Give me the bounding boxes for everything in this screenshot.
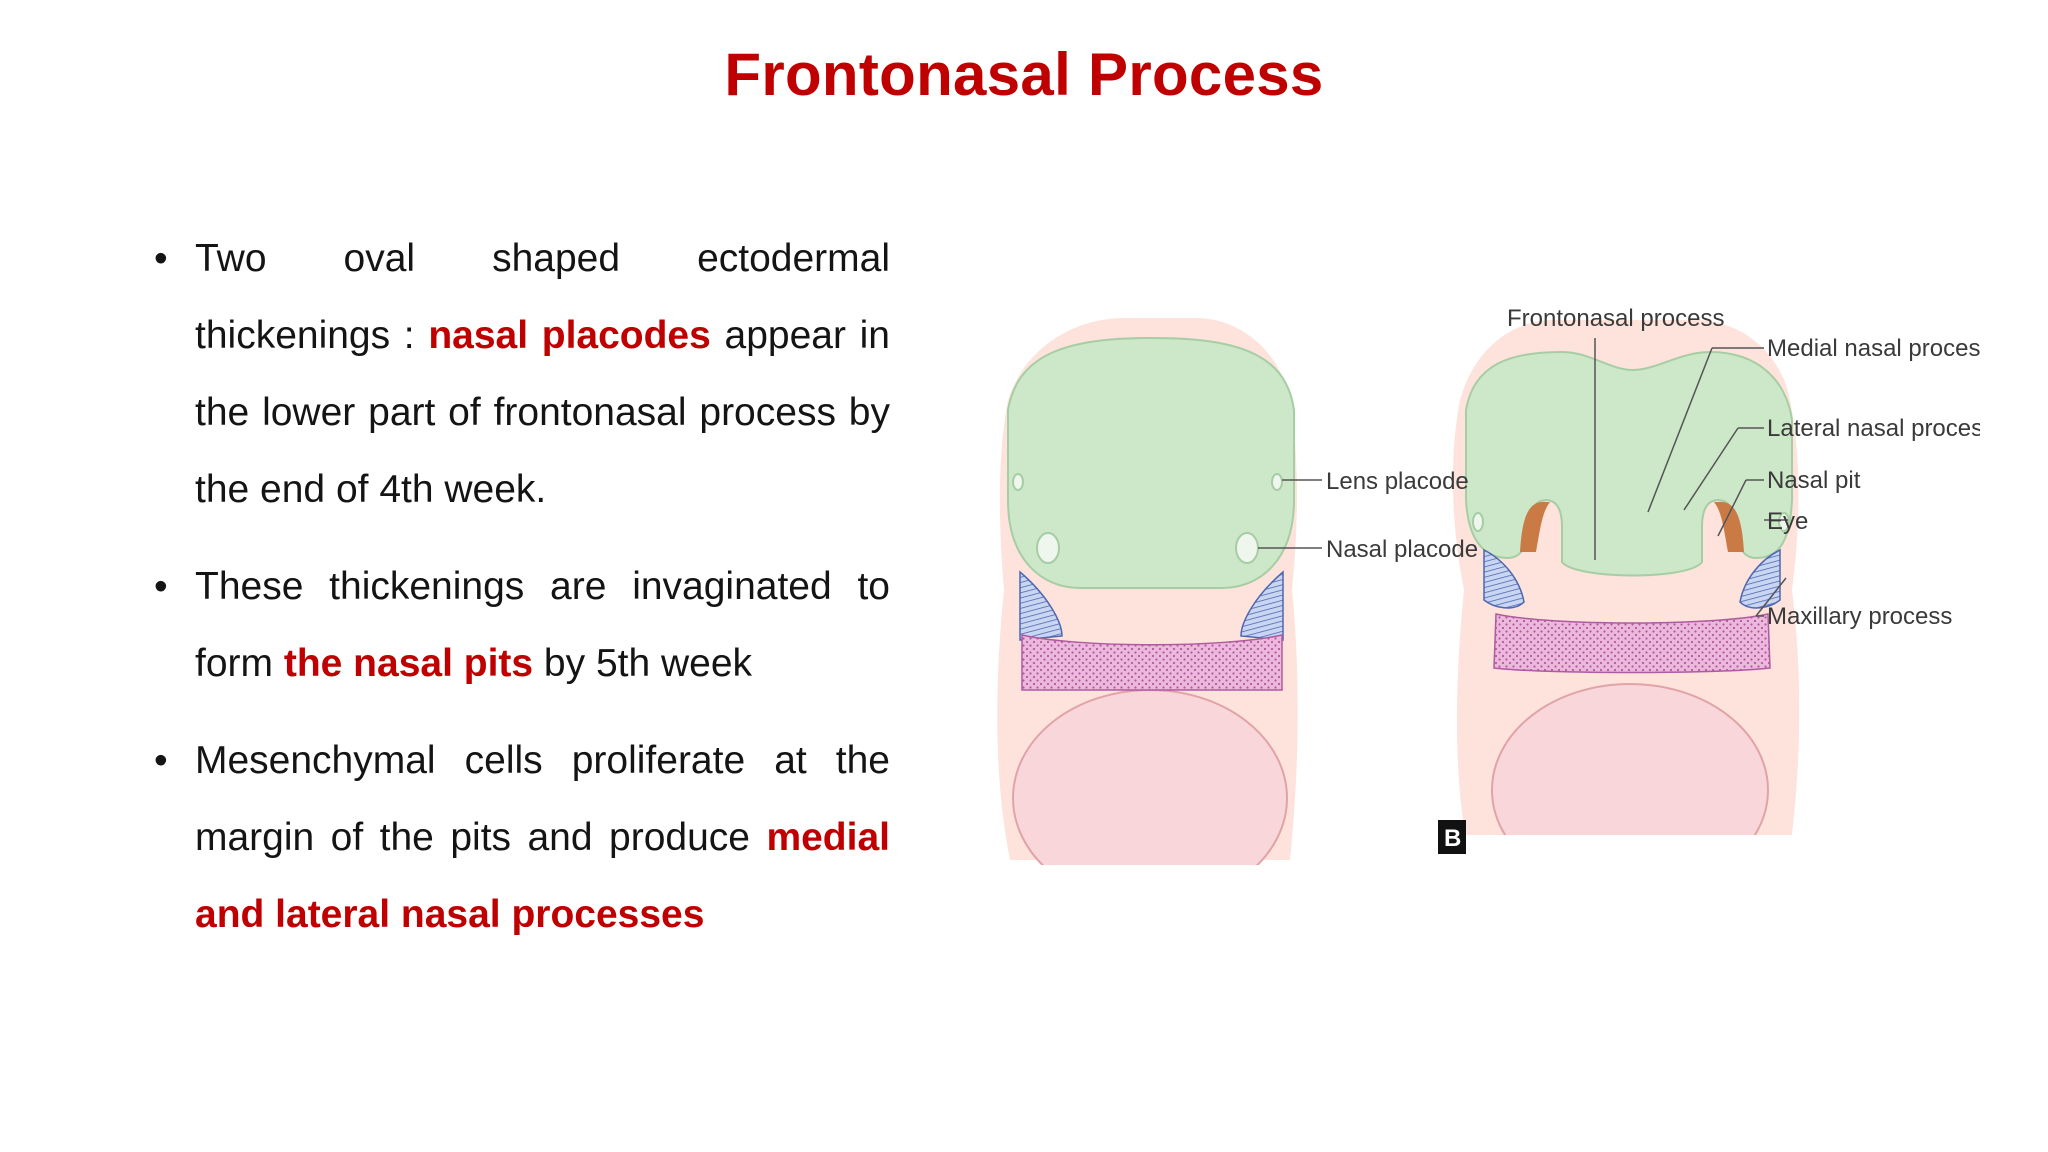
bullet-item: These thickenings are invaginated to for… (150, 548, 890, 702)
maxillary-process-left-a (1019, 570, 1063, 641)
bullet-item: Mesenchymal cells proliferate at the mar… (150, 722, 890, 953)
figure-tag: B (1438, 820, 1466, 854)
label-maxillary-process: Maxillary process (1767, 603, 1952, 630)
maxillary-process-right-b (1739, 548, 1781, 609)
bullet-text: Two oval shaped ectodermal thickenings : (195, 237, 890, 357)
embryo-a (997, 318, 1300, 880)
label-lens-placode: Lens placode (1326, 468, 1469, 495)
frontonasal-process-a (1007, 336, 1295, 589)
eye-left-b (1472, 512, 1484, 532)
lateral-nasal-process-left (1520, 501, 1550, 552)
slide-title: Frontonasal Process (724, 41, 1324, 108)
label-frontonasal-process: Frontonasal process (1507, 305, 1724, 332)
embryo-b (1452, 320, 1800, 880)
heart-prominence-b (1491, 683, 1769, 880)
bullet-highlight: nasal placodes (428, 314, 711, 357)
bullet-text: by 5th week (533, 642, 753, 685)
bullet-list: Two oval shaped ectodermal thickenings :… (150, 220, 890, 973)
maxillary-process-right-a (1240, 570, 1284, 641)
bullet-highlight: medial and lateral nasal processes (195, 816, 890, 936)
label-eye: Eye (1767, 508, 1808, 535)
label-medial-nasal-process: Medial nasal process (1767, 335, 1980, 362)
lens-placode-left-a (1012, 473, 1024, 491)
lens-placode-right-a (1271, 473, 1283, 491)
lateral-nasal-process-right (1714, 501, 1744, 552)
figure-tag-letter: B (1444, 825, 1461, 852)
nasal-placode-left-a (1036, 532, 1060, 564)
bullet-text: These thickenings are invaginated to for… (195, 565, 890, 685)
bullet-text: Mesenchymal cells proliferate at the mar… (195, 739, 890, 859)
embryo-face-diagram: Lens placode Nasal placode Frontonasal p… (997, 305, 1980, 880)
bullet-highlight: the nasal pits (283, 642, 534, 685)
nasal-placode-right-a (1235, 532, 1259, 564)
mandibular-arch-a (1021, 634, 1283, 691)
mandibular-arch-b (1493, 613, 1771, 674)
mandible-a-background (1000, 865, 1300, 880)
bullet-item: Two oval shaped ectodermal thickenings :… (150, 220, 890, 528)
bullet-text: appear in the lower part of frontonasal … (195, 314, 890, 511)
embryo-b-background (1460, 835, 1800, 880)
eye-right-b (1778, 512, 1790, 532)
label-lateral-nasal-process: Lateral nasal process (1767, 415, 1980, 442)
leader-lines (1258, 338, 1788, 617)
label-nasal-pit: Nasal pit (1767, 467, 1861, 494)
label-nasal-placode: Nasal placode (1326, 536, 1478, 563)
maxillary-process-left-b (1483, 548, 1525, 609)
